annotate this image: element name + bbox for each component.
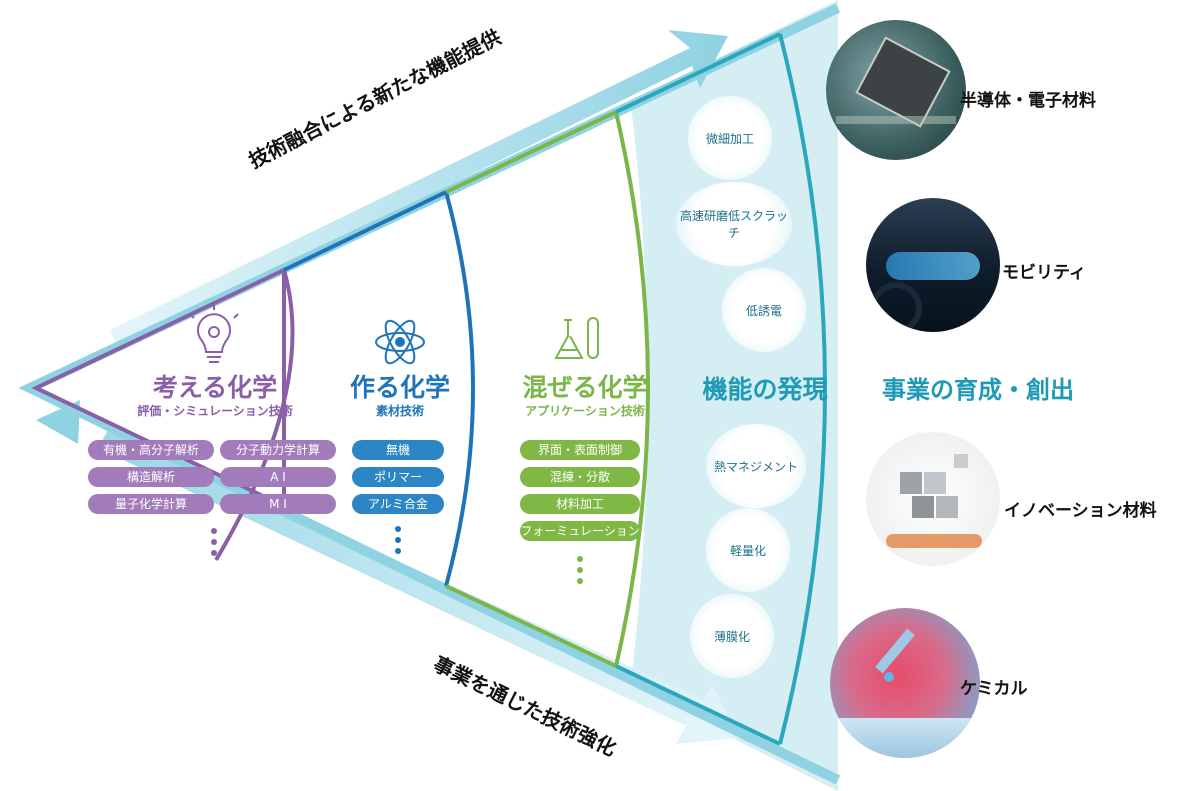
make-item: アルミ合金	[352, 494, 444, 514]
cubes-photo	[866, 432, 1000, 566]
car-dashboard-photo	[866, 198, 1000, 332]
atom-icon	[375, 319, 425, 365]
think-item: A I	[220, 467, 336, 487]
pipette-photo	[830, 608, 980, 758]
function-item: 微細加工	[688, 96, 772, 180]
think-more-dots	[210, 528, 218, 561]
function-item: 高速研磨低スクラッチ	[676, 182, 792, 266]
business-item-label: 半導体・電子材料	[960, 91, 1096, 111]
function-top-edge	[615, 32, 781, 114]
think-item: 有機・高分子解析	[88, 440, 214, 460]
business-item-label: モビリティ	[1002, 263, 1086, 283]
mix-title: 混ぜる化学	[522, 373, 648, 402]
mix-item: フォーミュレーション	[520, 521, 640, 541]
mix-bottom-edge	[445, 584, 617, 668]
function-section-arc	[778, 33, 827, 745]
function-bottom-edge	[615, 664, 781, 746]
make-item: 無機	[352, 440, 444, 460]
think-title: 考える化学	[152, 373, 278, 402]
chip-photo	[826, 20, 966, 160]
lightbulb-gear-icon	[189, 305, 239, 363]
think-item: M I	[220, 494, 336, 514]
make-more-dots	[394, 526, 402, 559]
function-band	[616, 0, 838, 791]
mix-item: 界面・表面制御	[520, 440, 640, 460]
make-section-arc	[444, 191, 475, 587]
make-top-edge	[283, 190, 447, 272]
business-title: 事業の育成・創出	[882, 376, 1074, 404]
mix-section-arc	[614, 111, 650, 667]
flask-icon	[554, 317, 599, 359]
think-item: 分子動力学計算	[220, 440, 336, 460]
mix-top-edge	[445, 110, 617, 194]
business-item-label: イノベーション材料	[1004, 501, 1157, 521]
function-title: 機能の発現	[702, 375, 828, 404]
function-item: 軽量化	[706, 508, 790, 592]
function-item: 低誘電	[722, 268, 806, 352]
mix-item: 混練・分散	[520, 467, 640, 487]
top-arrow	[110, 30, 728, 348]
think-subtitle: 評価・シミュレーション技術	[137, 404, 293, 418]
mix-more-dots	[576, 556, 584, 589]
make-item: ポリマー	[352, 467, 444, 487]
make-title: 作る化学	[349, 373, 450, 402]
think-item: 構造解析	[88, 467, 214, 487]
think-item: 量子化学計算	[88, 494, 214, 514]
make-subtitle: 素材技術	[375, 404, 424, 418]
think-section-arc	[214, 269, 295, 562]
function-item: 熱マネジメント	[706, 424, 806, 508]
mix-subtitle: アプリケーション技術	[525, 404, 645, 418]
mix-item: 材料加工	[520, 494, 640, 514]
business-item-label: ケミカル	[960, 679, 1028, 699]
function-item: 薄膜化	[690, 594, 774, 678]
